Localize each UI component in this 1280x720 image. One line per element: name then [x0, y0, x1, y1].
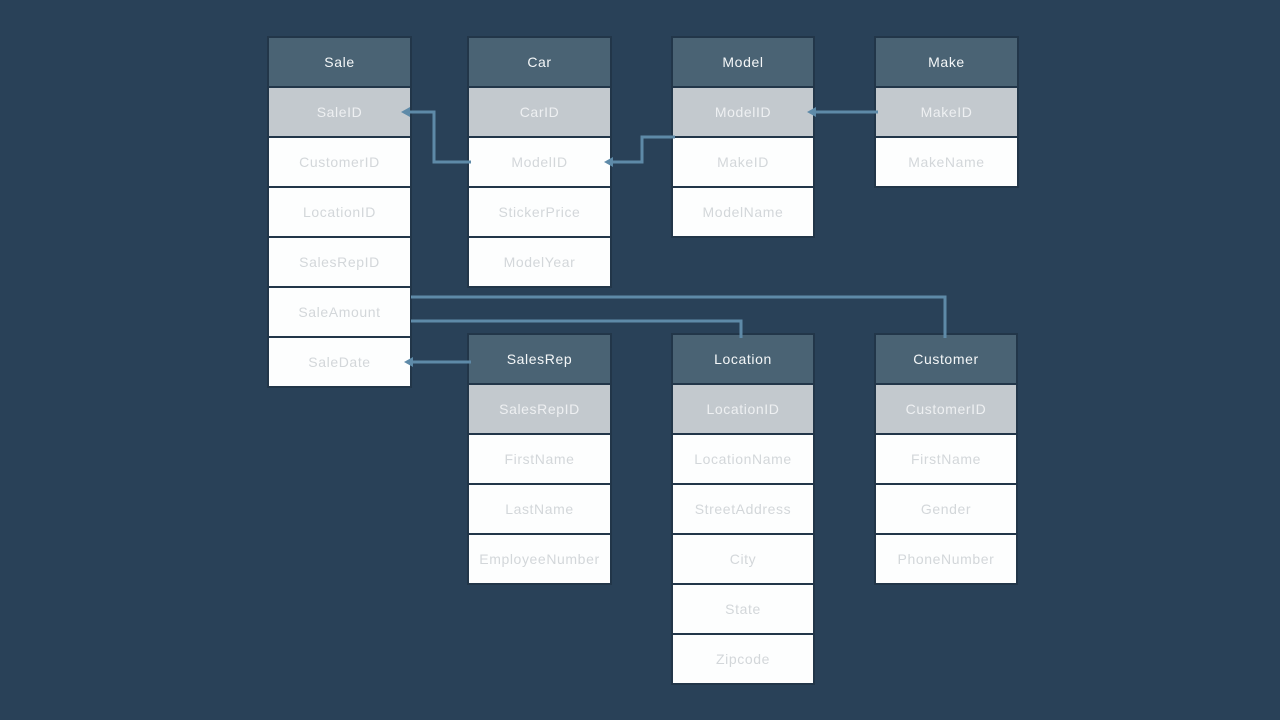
field-row: EmployeeNumber — [469, 535, 610, 583]
field-label: ModelName — [702, 204, 784, 220]
table-title: Location — [714, 351, 772, 367]
table-header: Customer — [876, 335, 1016, 383]
field-label: ModelID — [714, 104, 772, 120]
field-label: FirstName — [911, 451, 981, 467]
field-label: SalesRepID — [499, 401, 580, 417]
field-label: FirstName — [504, 451, 575, 467]
field-row: ModelYear — [469, 238, 610, 286]
field-label: ModelYear — [503, 254, 576, 270]
field-label: LocationName — [694, 451, 792, 467]
field-label: CustomerID — [905, 401, 987, 417]
field-row: StreetAddress — [673, 485, 813, 533]
field-row: SaleDate — [269, 338, 410, 386]
field-label: Zipcode — [715, 651, 770, 667]
field-label: SaleDate — [308, 354, 371, 370]
field-label: Gender — [920, 501, 972, 517]
key-field-row: SalesRepID — [469, 385, 610, 433]
field-label: City — [729, 551, 757, 567]
connector-line-car-modelid-to-model — [609, 135, 675, 164]
field-label: LocationID — [706, 401, 780, 417]
field-row: State — [673, 585, 813, 633]
field-label: MakeName — [908, 154, 985, 170]
table-title: SalesRep — [506, 351, 573, 367]
key-field-row: LocationID — [673, 385, 813, 433]
table-header: Model — [673, 38, 813, 86]
field-label: LocationID — [303, 204, 376, 220]
field-row: Zipcode — [673, 635, 813, 683]
key-field-row: CustomerID — [876, 385, 1016, 433]
connector-line-sale-to-customer — [411, 295, 947, 338]
field-row: FirstName — [469, 435, 610, 483]
field-label: SalesRepID — [299, 254, 380, 270]
field-label: SaleAmount — [298, 304, 381, 320]
field-row: MakeID — [673, 138, 813, 186]
table-title: Model — [722, 54, 764, 70]
table-header: Location — [673, 335, 813, 383]
field-label: LastName — [505, 501, 574, 517]
table-title: Sale — [324, 54, 355, 70]
table-header: Sale — [269, 38, 410, 86]
field-row: LocationName — [673, 435, 813, 483]
table-header: Make — [876, 38, 1017, 86]
field-label: CarID — [519, 104, 560, 120]
table-header: SalesRep — [469, 335, 610, 383]
field-label: State — [725, 601, 761, 617]
field-row: CustomerID — [269, 138, 410, 186]
field-row: StickerPrice — [469, 188, 610, 236]
field-row: ModelName — [673, 188, 813, 236]
key-field-row: ModelID — [673, 88, 813, 136]
field-label: SaleID — [316, 104, 363, 120]
field-row: Gender — [876, 485, 1016, 533]
field-row: MakeName — [876, 138, 1017, 186]
field-row: FirstName — [876, 435, 1016, 483]
table-title: Make — [928, 54, 965, 70]
field-label: StickerPrice — [498, 204, 581, 220]
field-row: ModelID — [469, 138, 610, 186]
connector-line-sale-saleid-to-car-modelid — [406, 110, 471, 164]
field-row: LocationID — [269, 188, 410, 236]
field-row: SalesRepID — [269, 238, 410, 286]
field-row: SaleAmount — [269, 288, 410, 336]
field-row: PhoneNumber — [876, 535, 1016, 583]
field-row: City — [673, 535, 813, 583]
field-label: ModelID — [511, 154, 568, 170]
table-header: Car — [469, 38, 610, 86]
field-label: MakeID — [920, 104, 973, 120]
key-field-row: CarID — [469, 88, 610, 136]
table-title: Car — [527, 54, 552, 70]
field-label: StreetAddress — [694, 501, 792, 517]
key-field-row: MakeID — [876, 88, 1017, 136]
field-label: MakeID — [717, 154, 769, 170]
table-title: Customer — [913, 351, 979, 367]
key-field-row: SaleID — [269, 88, 410, 136]
field-label: PhoneNumber — [897, 551, 995, 567]
field-row: LastName — [469, 485, 610, 533]
field-label: EmployeeNumber — [479, 551, 600, 567]
field-label: CustomerID — [299, 154, 380, 170]
